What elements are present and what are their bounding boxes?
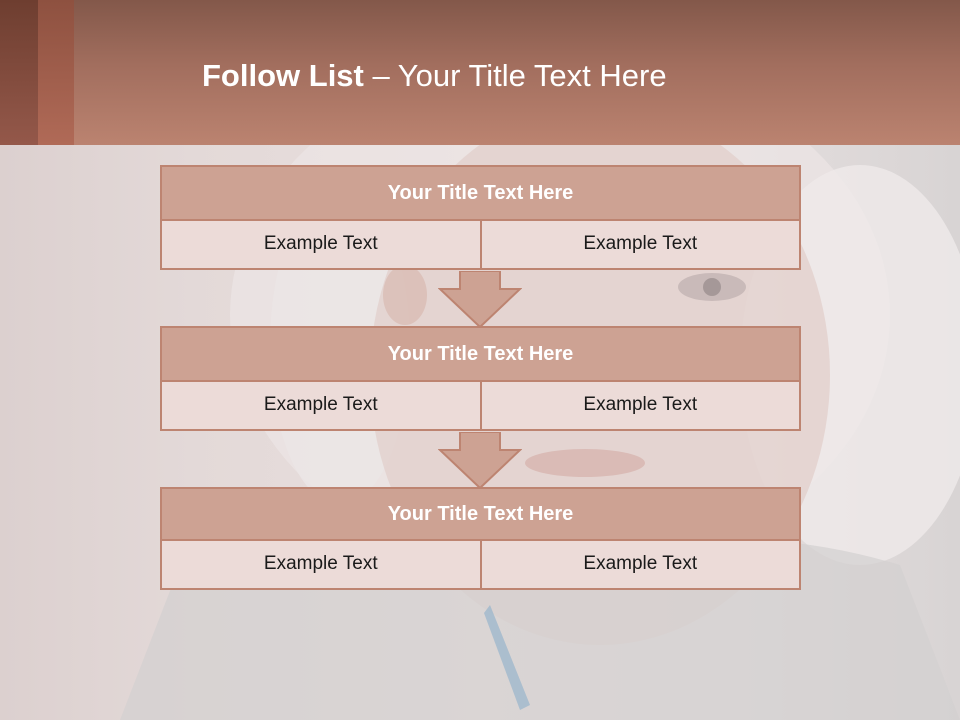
flow-cell-right[interactable]: Example Text [481, 221, 801, 270]
slide-title[interactable]: Follow List – Your Title Text Here [202, 56, 667, 100]
flow-block[interactable]: Your Title Text Here Example Text Exampl… [160, 165, 801, 270]
flow-block-title[interactable]: Your Title Text Here [160, 487, 801, 541]
slide-title-bold: Follow List [202, 58, 364, 93]
flow-cell-right[interactable]: Example Text [481, 382, 801, 431]
slide-title-rest: – Your Title Text Here [363, 58, 667, 93]
flow-block-title[interactable]: Your Title Text Here [160, 165, 801, 221]
flow-block-row: Example Text Example Text [160, 221, 801, 270]
down-arrow-icon [438, 432, 522, 490]
header-accent-stripe [0, 0, 38, 145]
flow-block[interactable]: Your Title Text Here Example Text Exampl… [160, 487, 801, 590]
flow-cell-right[interactable]: Example Text [481, 541, 801, 590]
flow-block-row: Example Text Example Text [160, 382, 801, 431]
down-arrow-icon [438, 271, 522, 329]
header-accent-stripe [38, 0, 74, 145]
header-band [0, 0, 960, 145]
flow-cell-left[interactable]: Example Text [160, 541, 482, 590]
flow-cell-left[interactable]: Example Text [160, 221, 482, 270]
flow-block-row: Example Text Example Text [160, 541, 801, 590]
flow-block-title[interactable]: Your Title Text Here [160, 326, 801, 382]
flow-block[interactable]: Your Title Text Here Example Text Exampl… [160, 326, 801, 431]
flow-cell-left[interactable]: Example Text [160, 382, 482, 431]
